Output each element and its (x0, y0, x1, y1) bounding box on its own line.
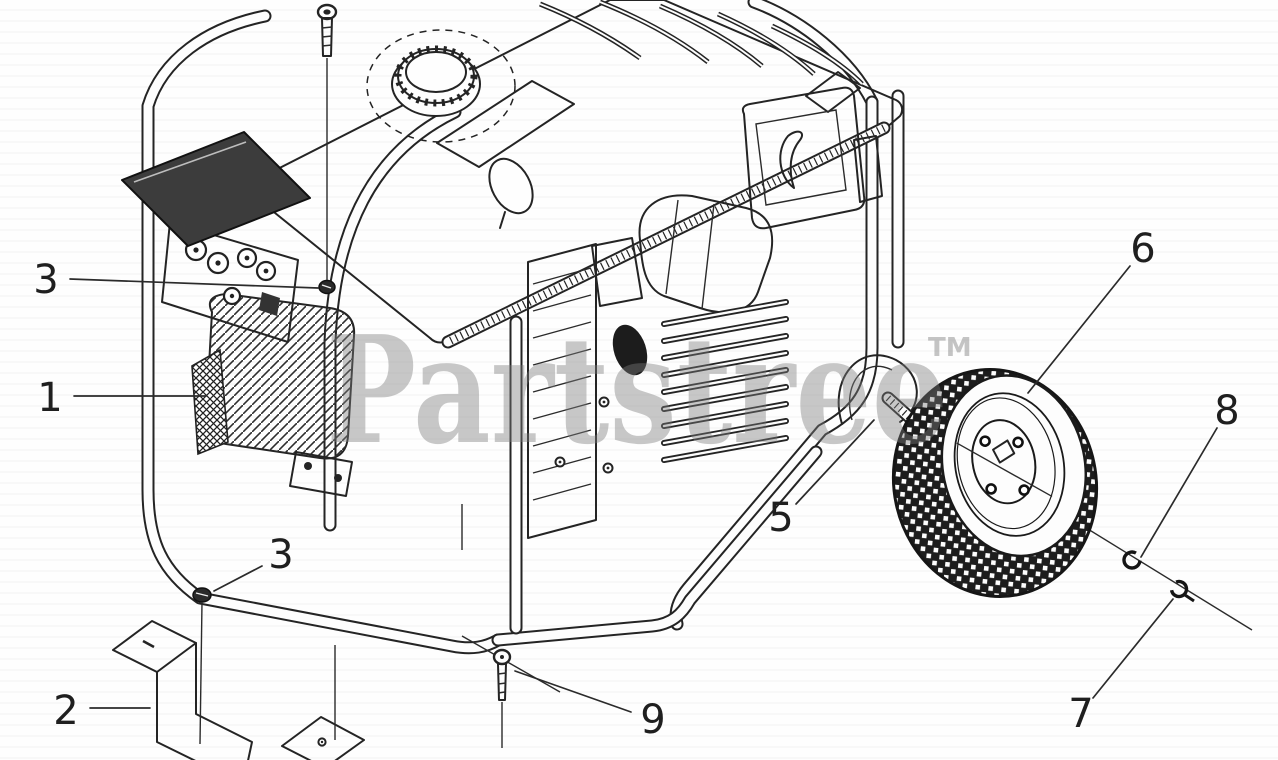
watermark-tm: TM (928, 333, 972, 363)
callout-3-top: 3 (33, 257, 319, 303)
wheel (891, 368, 1099, 598)
recoil-starter (741, 86, 883, 230)
muffler (638, 194, 774, 314)
vent-hole (612, 324, 648, 376)
vent-panel (527, 243, 789, 539)
callout-5-number: 5 (768, 495, 793, 541)
bolt-item9 (492, 648, 512, 748)
control-panel (121, 131, 311, 343)
louver-slats (661, 299, 789, 463)
wheel-hub (956, 419, 1053, 505)
bolt-item3-bottom (192, 587, 212, 745)
alternator-mount (289, 451, 353, 497)
callout-8: 8 (1140, 388, 1240, 558)
panel-breaker (259, 292, 280, 316)
callout-2: 2 (53, 688, 151, 734)
recoil-handle (779, 130, 804, 189)
callout-7: 7 (1068, 598, 1174, 737)
callout-1: 1 (37, 375, 207, 421)
callout-8-number: 8 (1214, 388, 1239, 434)
axle-washer (1122, 550, 1142, 570)
callout-7-number: 7 (1068, 691, 1093, 737)
callout-5: 5 (768, 419, 875, 541)
callout-3-bottom: 3 (213, 532, 294, 592)
tank-recess-dashed (366, 29, 516, 143)
bolt-item3-top (318, 279, 336, 295)
callout-9: 9 (514, 670, 666, 743)
callout-9-number: 9 (640, 697, 665, 743)
watermark: Partstree TM (326, 303, 972, 477)
bolt-top (316, 3, 338, 280)
axle-bracket (837, 354, 918, 425)
callout-6: 6 (1027, 226, 1156, 394)
callout-3-top-number: 3 (33, 257, 58, 303)
mounting-bracket-left (112, 620, 253, 760)
panel-screws (554, 396, 614, 474)
callout-6-number: 6 (1130, 226, 1155, 272)
mounting-bracket-bottom (281, 504, 561, 760)
panel-face (161, 221, 299, 343)
fuel-tank (246, 0, 904, 344)
tank-decal (436, 80, 575, 168)
callout-3-bottom-number: 3 (268, 532, 293, 578)
tank-boss (488, 157, 534, 229)
alternator (191, 293, 356, 497)
callout-1-number: 1 (37, 375, 62, 421)
panel-lid (121, 131, 311, 247)
fuel-cap (391, 45, 481, 117)
callouts: 1 2 3 3 5 6 7 8 (33, 226, 1239, 743)
cotter-pin (1169, 579, 1195, 603)
watermark-brand: Partstree (326, 303, 948, 477)
callout-2-number: 2 (53, 688, 78, 734)
tank-ribs (539, 0, 864, 86)
vent-ladder-slats (532, 267, 592, 501)
engine (591, 86, 883, 314)
tank-decal-small (805, 71, 861, 113)
alternator-endcap (191, 348, 229, 456)
engine-block (591, 237, 643, 307)
